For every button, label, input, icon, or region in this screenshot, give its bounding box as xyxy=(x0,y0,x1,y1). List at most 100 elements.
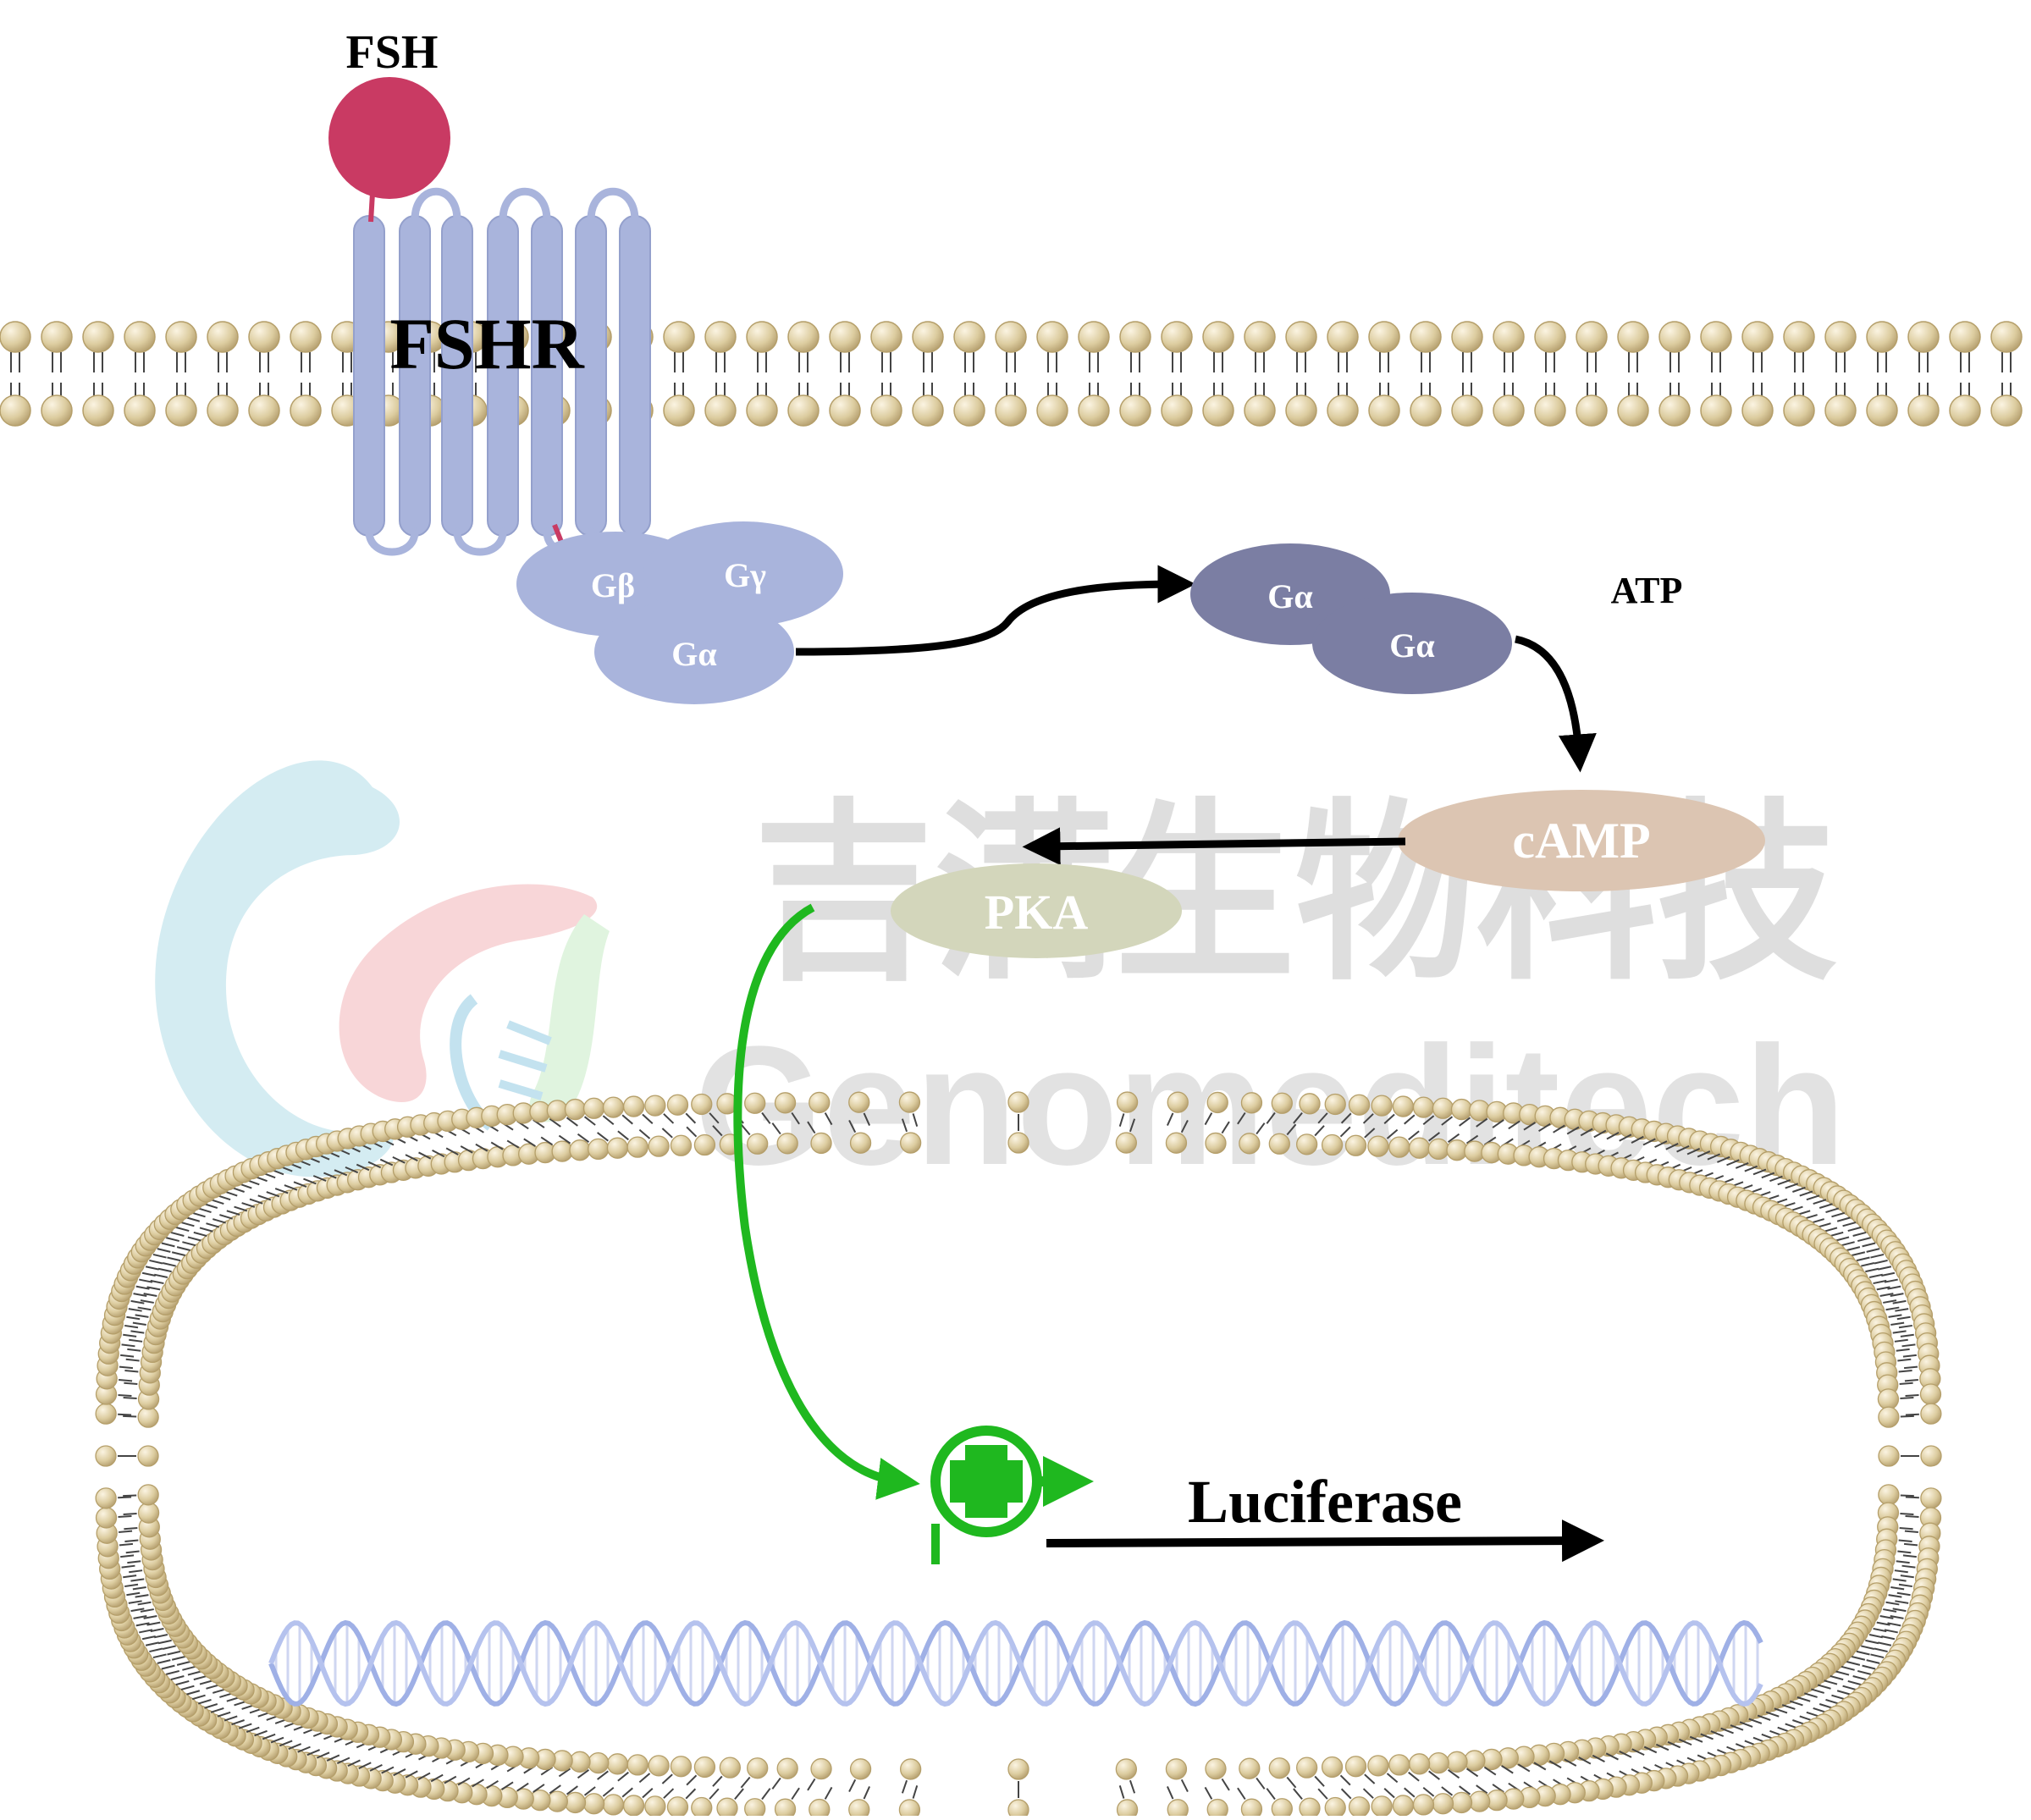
lipid-head xyxy=(744,1798,766,1820)
lipid-head xyxy=(1451,394,1483,427)
dna-helix xyxy=(268,1619,1763,1707)
lipid-head xyxy=(747,1757,769,1779)
lipid-head xyxy=(41,321,73,353)
g-beta-label: Gβ xyxy=(591,566,635,604)
lipid-head xyxy=(663,394,695,427)
lipid-head xyxy=(1119,394,1151,427)
lipid-head xyxy=(1007,1758,1029,1780)
lipid-head xyxy=(602,1096,625,1118)
g-alpha-active-1-label: Gα xyxy=(1267,577,1312,615)
lipid-head xyxy=(776,1133,798,1155)
lipid-head xyxy=(1469,1790,1491,1812)
lipid-head xyxy=(95,1445,117,1467)
lipid-head xyxy=(870,394,902,427)
lipid-head xyxy=(588,1138,610,1161)
lipid-head xyxy=(870,321,902,353)
lipid-head xyxy=(1324,1093,1346,1116)
lipid-head xyxy=(1451,321,1483,353)
fsh-ligand: FSH xyxy=(328,26,450,223)
lipid-head xyxy=(1866,321,1898,353)
lipid-head xyxy=(1321,1756,1344,1779)
lipid-head xyxy=(1036,321,1068,353)
lipid-head xyxy=(776,1757,798,1779)
lipid-head xyxy=(1878,1406,1900,1428)
lipid-head xyxy=(1078,394,1110,427)
lipid-head xyxy=(744,1092,766,1114)
lipid-head xyxy=(1990,321,2023,353)
lipid-head xyxy=(704,321,737,353)
lipid-head xyxy=(1344,1134,1367,1156)
lipid-head xyxy=(582,1793,605,1815)
lipid-head xyxy=(1240,1092,1263,1114)
lipid-head xyxy=(1783,394,1815,427)
lipid-head xyxy=(82,394,114,427)
lipid-head xyxy=(1348,1094,1371,1116)
promoter xyxy=(930,1426,1094,1564)
lipid-head xyxy=(1824,321,1857,353)
arrow-camp-to-pka xyxy=(1022,827,1406,866)
pka-node: PKA xyxy=(891,863,1182,958)
lipid-head xyxy=(787,394,820,427)
lipid-head xyxy=(670,1756,693,1778)
nuclear-membrane xyxy=(95,1091,1942,1820)
lipid-head xyxy=(622,1795,645,1817)
lipid-head xyxy=(1115,1758,1138,1780)
lipid-head xyxy=(207,321,239,353)
lipid-head xyxy=(691,1093,713,1116)
lipid-head xyxy=(1427,1751,1449,1774)
lipid-head xyxy=(124,394,156,427)
lipid-head xyxy=(248,394,280,427)
lipid-head xyxy=(1371,1095,1393,1117)
lipid-head xyxy=(848,1799,870,1820)
lipid-head xyxy=(693,1756,716,1779)
lipid-head xyxy=(746,394,778,427)
lipid-head xyxy=(1388,1136,1410,1158)
lipid-head xyxy=(691,1796,713,1819)
lipid-head xyxy=(1296,1133,1318,1155)
lipid-head xyxy=(165,394,197,427)
lipid-head xyxy=(1432,1793,1454,1815)
lipid-head xyxy=(1658,321,1691,353)
lipid-head xyxy=(1007,1799,1029,1820)
g-alpha-active-2 xyxy=(1312,593,1512,694)
lipid-head xyxy=(1202,321,1234,353)
lipid-head xyxy=(1116,1799,1139,1820)
lipid-head xyxy=(1165,1132,1188,1154)
lipid-head xyxy=(1368,394,1400,427)
lipid-head xyxy=(1206,1798,1228,1820)
lipid-head xyxy=(1007,1091,1029,1113)
lipid-head xyxy=(644,1095,666,1117)
lipid-head xyxy=(746,321,778,353)
lipid-head xyxy=(1617,394,1649,427)
lipid-head xyxy=(912,394,944,427)
lipid-head xyxy=(1367,1135,1389,1157)
lipid-head xyxy=(1392,1095,1415,1117)
lipid-head xyxy=(1321,1133,1344,1156)
lipid-head xyxy=(1371,1795,1393,1817)
lipid-head xyxy=(1427,1138,1449,1161)
lipid-head xyxy=(1165,1758,1188,1780)
lipid-head xyxy=(1036,394,1068,427)
lipid-head xyxy=(1285,321,1317,353)
lipid-head xyxy=(953,394,985,427)
lipid-head xyxy=(1493,321,1525,353)
lipid-head xyxy=(1167,1091,1189,1113)
lipid-head xyxy=(137,1484,159,1506)
lipid-head xyxy=(1368,321,1400,353)
lipid-head xyxy=(95,1487,117,1509)
lipid-head xyxy=(719,1757,741,1779)
lipid-head xyxy=(1007,1132,1029,1154)
lipid-head xyxy=(1271,1092,1293,1114)
lipid-head xyxy=(95,1507,118,1529)
lipid-head xyxy=(1116,1091,1139,1113)
lipid-head xyxy=(747,1133,769,1155)
lipid-head xyxy=(1617,321,1649,353)
lipid-head xyxy=(644,1795,666,1817)
lipid-head xyxy=(1990,394,2023,427)
lipid-head xyxy=(1783,321,1815,353)
lipid-head xyxy=(809,1798,831,1820)
lipid-head xyxy=(1408,1753,1431,1775)
lipid-head xyxy=(1408,1137,1431,1159)
lipid-head xyxy=(124,321,156,353)
lipid-head xyxy=(648,1135,670,1157)
